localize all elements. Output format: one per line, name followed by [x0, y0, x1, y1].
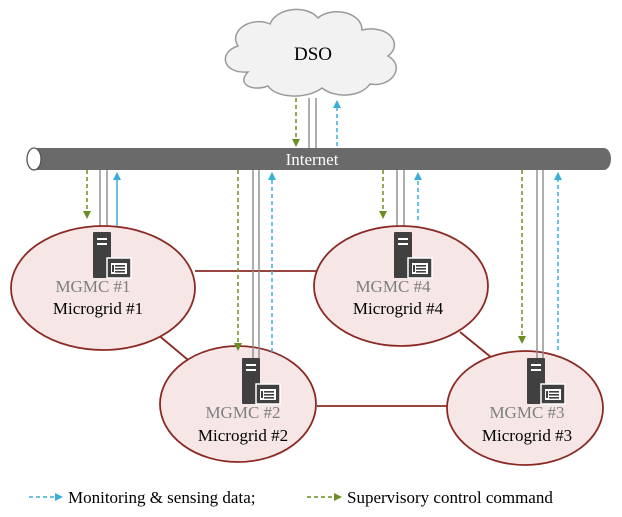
- dso-links: [292, 98, 341, 148]
- microgrid-boundary: [10, 225, 196, 351]
- bus-body: [34, 148, 604, 170]
- links-mgmc-4: [379, 170, 422, 230]
- dso-cloud: DSO: [224, 8, 397, 97]
- cloud-shape: [224, 8, 397, 97]
- microgrid-boundary: [313, 225, 489, 347]
- internet-bus: Internet: [26, 147, 611, 171]
- microgrid-boundary: [446, 350, 604, 466]
- mgmc-label: MGMC #2: [205, 403, 280, 422]
- microgrid-label: Microgrid #4: [353, 299, 444, 318]
- legend: Monitoring & sensing data; Supervisory c…: [29, 488, 553, 507]
- microgrid-1: MGMC #1 Microgrid #1: [10, 225, 196, 351]
- dso-label: DSO: [294, 44, 332, 65]
- tie-line-4-3: [459, 331, 493, 359]
- server-icon: [527, 358, 566, 405]
- legend-control-label: Supervisory control command: [347, 488, 553, 507]
- bus-end-left: [26, 147, 42, 171]
- microgrid-3-contents: MGMC #3 Microgrid #3: [482, 358, 572, 445]
- microgrid-label: Microgrid #1: [53, 299, 143, 318]
- bus-end-right: [597, 148, 611, 170]
- microgrid-label: Microgrid #2: [198, 426, 288, 445]
- legend-monitoring-label: Monitoring & sensing data;: [68, 488, 255, 507]
- microgrid-3: [446, 350, 604, 466]
- internet-label: Internet: [286, 150, 339, 169]
- server-icon: [242, 358, 281, 405]
- links-mgmc-3: [518, 170, 562, 358]
- mgmc-label: MGMC #4: [355, 277, 431, 296]
- microgrid-4: MGMC #4 Microgrid #4: [313, 225, 489, 347]
- links-mgmc-2: [234, 170, 276, 358]
- microgrid-2-contents: MGMC #2 Microgrid #2: [198, 358, 288, 445]
- server-icon: [394, 232, 433, 279]
- server-icon: [93, 232, 132, 279]
- mgmc-label: MGMC #3: [489, 403, 564, 422]
- mgmc-label: MGMC #1: [55, 277, 130, 296]
- microgrid-label: Microgrid #3: [482, 426, 572, 445]
